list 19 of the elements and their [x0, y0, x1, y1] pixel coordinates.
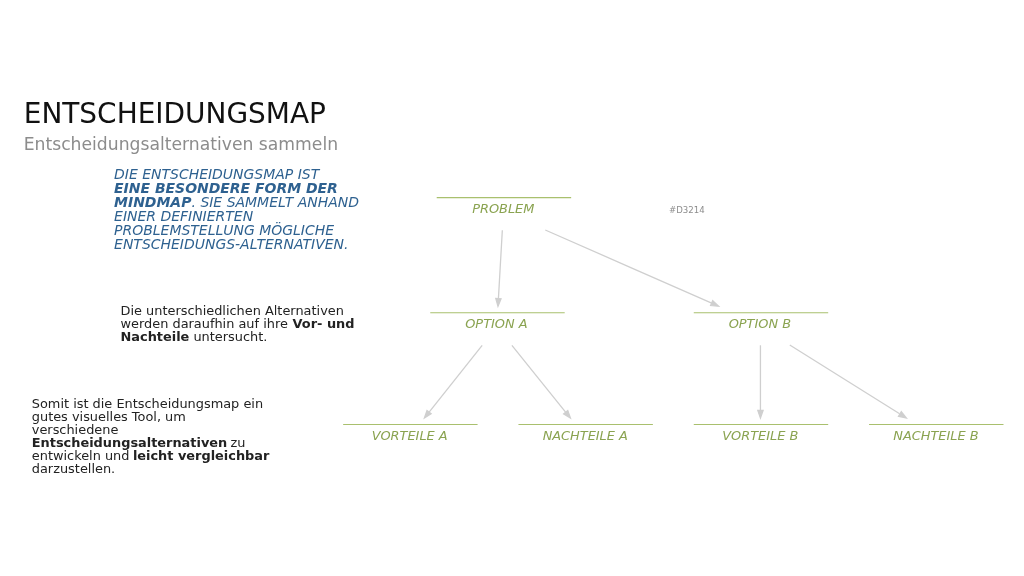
- diagram-title: ENTSCHEIDUNGSMAP: [23, 96, 326, 130]
- node-text: NACHTEILE A: [542, 427, 628, 443]
- node-text: OPTION A: [465, 315, 528, 331]
- node-text: NACHTEILE B: [893, 427, 979, 443]
- node-text: OPTION B: [728, 315, 792, 331]
- label: Somit ist die Entscheidungsmap ein gutes visuelles Tool, um verschiedene Entscheidungsalternativen zu entwickeln und leicht vergleichbar darzustellen.: [31, 395, 270, 476]
- label: DIE ENTSCHEIDUNGSMAP IST EINE BESONDERE FORM DER MINDMAP. SIE SAMMELT ANHAND EINER DEFINIERTEN PROBLEMSTELLUNG MÖGLICHE ENTSCHEIDUNGS-ALTERNATIVEN.: [114, 165, 360, 252]
- label: Die unterschiedlichen Alternativen werden daraufhin auf ihre Vor- und Nachteile untersucht.: [120, 302, 355, 344]
- caption: Entscheidungsalternativen sammeln: [23, 133, 339, 154]
- arrow: [423, 344, 483, 420]
- label: #D3214: [669, 204, 705, 215]
- arrow: [511, 344, 572, 420]
- arrow: [789, 343, 908, 419]
- node-text: VORTEILE A: [371, 427, 448, 443]
- arrow: [544, 228, 721, 307]
- node-text: VORTEILE B: [722, 427, 799, 443]
- node-text: PROBLEM: [472, 200, 535, 216]
- arrow: [494, 229, 503, 308]
- arrow: [756, 344, 764, 420]
